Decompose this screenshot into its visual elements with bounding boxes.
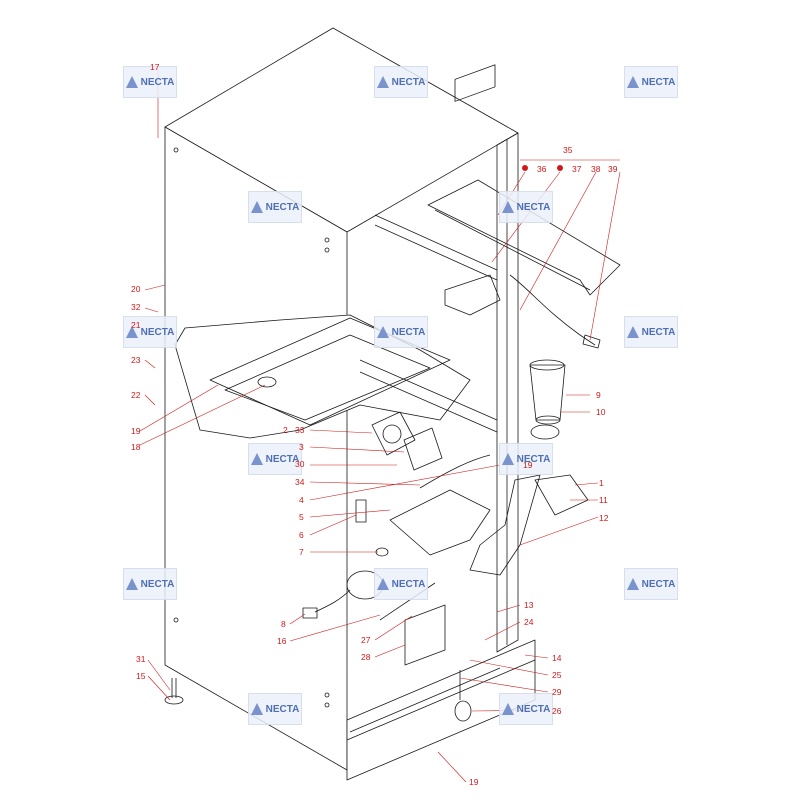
cup-stack [529, 364, 566, 421]
necta-watermark: NECTA [624, 568, 678, 600]
kit-marker-dot [557, 165, 563, 171]
necta-logo-icon [626, 76, 639, 88]
callout-label: 32 [131, 302, 141, 312]
callout-label: 19 [469, 777, 479, 787]
callout-label: 38 [591, 164, 601, 174]
cup-holder-arm [469, 474, 541, 576]
callout-label: 33 [295, 425, 305, 435]
necta-watermark: NECTA [499, 693, 553, 725]
callout-label: 17 [150, 62, 160, 72]
necta-watermark: NECTA [248, 443, 302, 475]
callout-label: 24 [524, 617, 534, 627]
drip-bracket [389, 489, 491, 556]
callout-label: 11 [599, 495, 608, 505]
necta-logo-icon [125, 326, 138, 338]
callout-label: 12 [599, 513, 609, 523]
callout-label: 25 [552, 670, 562, 680]
callout-label: 31 [136, 654, 146, 664]
necta-logo-icon [250, 453, 263, 465]
necta-logo-icon [250, 703, 263, 715]
necta-logo-icon [626, 326, 639, 338]
necta-watermark: NECTA [624, 66, 678, 98]
callout-label: 37 [572, 164, 582, 174]
necta-logo-icon [376, 76, 389, 88]
callout-label: 35 [563, 145, 573, 155]
callout-label: 5 [299, 512, 304, 522]
callout-label: 3 [299, 442, 304, 452]
necta-watermark: NECTA [499, 191, 553, 223]
electronics-tray [427, 179, 621, 296]
callout-label: 23 [131, 355, 141, 365]
callout-label: 18 [131, 442, 141, 452]
callout-label: 39 [608, 164, 618, 174]
callout-label: 4 [299, 495, 304, 505]
callout-label: 30 [295, 459, 305, 469]
cabinet-right-post [496, 132, 519, 653]
necta-logo-icon [626, 578, 639, 590]
necta-logo-icon [501, 453, 514, 465]
callout-label: 19 [523, 460, 533, 470]
necta-logo-icon [501, 201, 514, 213]
callout-label: 15 [136, 671, 146, 681]
fan [371, 411, 416, 456]
callout-label: 19 [131, 426, 141, 436]
callout-label: 13 [524, 600, 534, 610]
necta-logo-icon [250, 201, 263, 213]
necta-logo-icon [125, 76, 138, 88]
callout-label: 21 [131, 320, 141, 330]
callout-label: 8 [281, 619, 286, 629]
callout-label: 36 [537, 164, 547, 174]
necta-logo-icon [125, 578, 138, 590]
necta-watermark: NECTA [123, 316, 177, 348]
necta-watermark: NECTA [499, 443, 553, 475]
callout-label: 2 [283, 425, 288, 435]
callout-label: 29 [552, 687, 562, 697]
necta-watermark: NECTA [123, 66, 177, 98]
kit-marker-dot [522, 165, 528, 171]
necta-watermark: NECTA [374, 568, 428, 600]
callout-label: 1 [599, 478, 604, 488]
callout-label: 20 [131, 284, 141, 294]
callout-label: 10 [596, 407, 606, 417]
necta-logo-icon [376, 578, 389, 590]
callout-label: 34 [295, 477, 305, 487]
cup-ring [530, 424, 560, 440]
necta-logo-icon [501, 703, 514, 715]
callout-label: 16 [277, 636, 287, 646]
necta-watermark: NECTA [248, 191, 302, 223]
necta-watermark: NECTA [624, 316, 678, 348]
callout-label: 9 [596, 390, 601, 400]
callout-label: 22 [131, 390, 141, 400]
necta-watermark: NECTA [248, 693, 302, 725]
callout-label: 7 [299, 547, 304, 557]
callout-label: 26 [552, 706, 562, 716]
callout-label: 27 [361, 635, 371, 645]
necta-watermark: NECTA [374, 316, 428, 348]
necta-watermark: NECTA [123, 568, 177, 600]
necta-logo-icon [376, 326, 389, 338]
callout-label: 28 [361, 652, 371, 662]
callout-label: 6 [299, 530, 304, 540]
callout-label: 14 [552, 653, 562, 663]
necta-watermark: NECTA [374, 66, 428, 98]
